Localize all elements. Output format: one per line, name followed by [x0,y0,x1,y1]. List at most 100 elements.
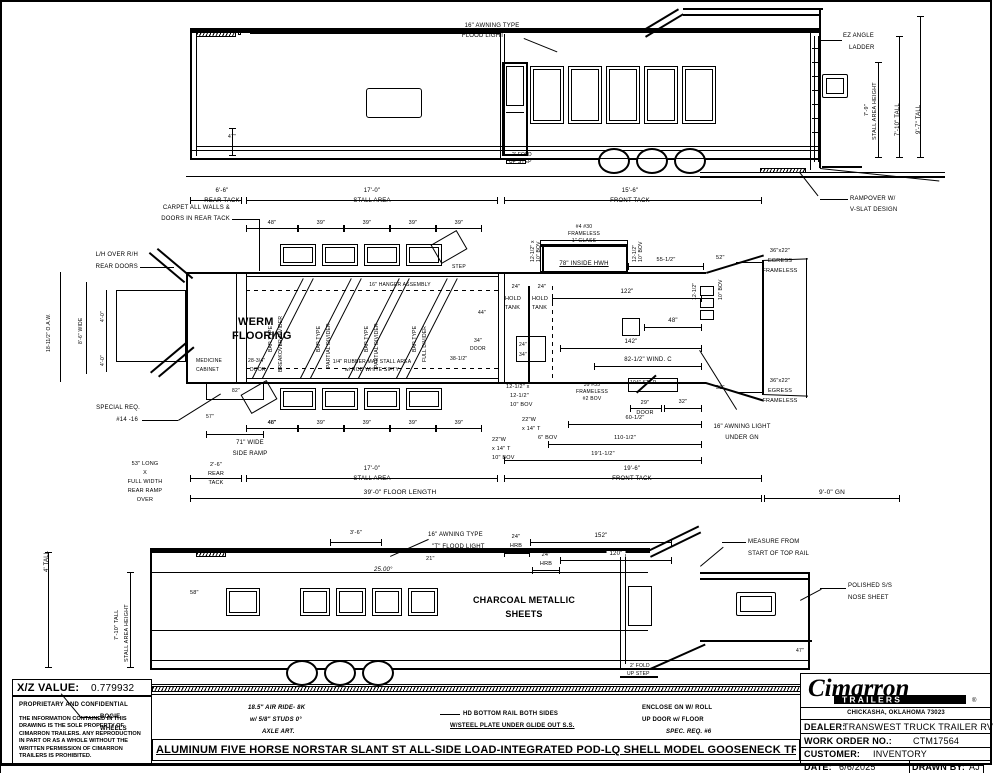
egress-bottom-line1: 36"x22" [769,378,791,384]
body-width-label: 8'-6" WIDE [78,317,84,344]
hd-rail-note-line2: W/STEEL PLATE UNDER GLIDE OUT S.S. [450,723,575,729]
bottom-4-tall-label: 4' TALL [44,550,50,572]
bottom-flood-line1: 16" AWNING TYPE [428,532,483,538]
stall-width-0: 48" [267,220,277,226]
plan-top-dim-1-label: 17'-0" [363,188,381,194]
hold-tank-2-line2: TANK [532,305,548,311]
rear-tack-bottom-dim: 2'-6" [210,462,222,468]
dim-32: 32" [678,399,688,405]
egress-top-line1: 36"x22" [769,248,791,254]
divider-0-type: BAR TYPE [268,325,274,352]
plan-door-dim: 28-3/4" [248,358,266,364]
special-req-line1: SPECIAL REQ. [96,405,140,411]
hold-tank-1-dim: 24" [511,284,521,290]
main-title-bar: ALUMINUM FIVE HORSE NORSTAR SLANT ST ALL… [152,739,800,761]
cimarron-logo-icon: Cimarron TRAILERS ® [808,675,977,705]
egress-top-line2: EGRESS [767,258,793,264]
medicine-cabinet-line1: MEDICINE [196,358,223,364]
hanger-assembly-label: 16" HANGER ASSEMBLY [369,282,431,288]
plan-dim-44: 44" [478,310,486,316]
plan-top-dim-0-sub: REAR TACK [204,198,240,204]
bogie-note-line2: WHEELS [100,726,127,732]
customer-value: INVENTORY [873,749,927,759]
bottom-step-line1: 2' FOLD [630,663,650,669]
proprietary-block: PROPRIETARY AND CONFIDENTIAL THE INFORMA… [12,696,152,764]
divider-2-type: BAR TYPE [364,325,370,352]
rear-ramp-line4: REAR RAMP [127,488,163,494]
dim-104-step: 104" STEP [630,380,657,386]
hold-tank-1-line2: TANK [505,305,521,311]
awning-light-line2: UNDER GN [725,435,759,441]
hwh-top-note1: #4 #30 [575,224,593,230]
charcoal-line1: CHARCOAL METALLIC [472,595,576,605]
special-req-line2: #14 -16 [116,417,138,423]
bov-dim-2a: 22"W [522,417,537,423]
enclose-note-line1: ENCLOSE GN W/ ROLL [642,705,713,711]
svg-text:TRAILERS: TRAILERS [842,695,902,705]
airride-note-line1: 18.5" AIR RIDE- 8K [248,705,306,711]
bottom-dim-47: 47" [796,648,804,654]
right-window-dim-1: 12-1/2" [692,282,698,300]
stall-area-bottom-dim: 17'-0" [363,466,381,472]
rubber-mat-note-line2: w/ ROD WHITE SIFTY [344,367,400,373]
side-ramp-line1: 71" WIDE [236,440,264,446]
top-dim-47: 47" [228,134,236,140]
work-order-label: WORK ORDER NO.: [804,736,892,746]
plan-top-dim-2-label: 15'-6" [621,188,639,194]
top-fold-up-step-label-line1: 2' FOLD [512,152,532,158]
bottom-height-710: 7'-10" TALL [114,609,120,640]
egress-bottom-line3: FRAMELESS [762,398,798,404]
dim-60-12: 60-1/2" [622,415,648,421]
egress-bottom-dim-52: 52" [716,385,725,391]
bottom-dim-36: 3'-6" [350,530,362,536]
cimarron-logo: Cimarron TRAILERS ® [806,675,986,706]
rampover-label-line1: RAMPOVER W/ [850,196,896,202]
divider-1-name: PARTIAL DIVIDER [326,323,332,368]
divider-0-name: BREAKOVER DIVIDER [278,315,284,372]
company-location: CHICKASHA, OKLAHOMA 73023 [847,710,945,716]
hrb-2-label: HRB [539,561,553,567]
title-block: CHICKASHA, OKLAHOMA 73023 DEALER: TRANSW… [800,673,993,773]
plan-dim-82: 82" [232,388,240,394]
frameless-43-line2: FRAMELESS [575,389,609,395]
hold-tank-2-dim: 24" [537,284,547,290]
divider-1-type: BAR TYPE [316,325,322,352]
hwh-right-v2: 10" BOV [638,241,644,262]
dim-142: 142" [621,339,641,345]
hrb-2-dim: 24" [541,552,551,558]
ez-angle-ladder-label-line2: LADDER [849,45,875,51]
charcoal-line2: SHEETS [505,609,543,619]
bottom-stall-width-4: 39" [454,420,464,426]
width-4-0-lower: 4'-0" [100,355,106,366]
stall-area-bottom-label: STALL AREA [353,476,391,482]
dim-55-12: 55-1/2" [656,257,676,263]
customer-label: CUSTOMER: [804,749,861,759]
plan-top-dim-2-sub: FRONT TACK [610,198,650,204]
dim-110-12: 110-1/2" [611,435,639,441]
xz-label: X/Z VALUE: [17,682,80,694]
hrb-1-dim: 24" [511,534,521,540]
stall-width-1: 39" [316,220,326,226]
dim-26: 34" [519,352,527,358]
plan-dim-34-door: 34" [474,338,482,344]
overall-width-label: 18-11/2" O.A.W. [46,313,52,352]
plan-dim-57: 57" [206,414,214,420]
top-fold-up-step-label-line2: UP STEP [509,159,532,165]
bottom-dim-152: 152" [591,533,611,539]
nose-sheet-line1: POLISHED S/S [848,583,893,589]
hd-rail-note-line1: HD BOTTOM RAIL BOTH SIDES [463,711,559,717]
egress-top-line3: FRAMELESS [762,268,798,274]
sheet-border-inner [0,765,984,773]
divider-3-type: BAR TYPE [412,325,418,352]
frameless-43-line1: 39 #35 [583,382,601,388]
rear-ramp-line2: X [143,470,147,476]
egress-top-dim-52: 52" [716,255,725,261]
rear-ramp-line3: FULL WIDTH [127,479,163,485]
dim-82-12-wind: 82-1/2" WIND. C [621,357,675,363]
height-7-10-label: 7'-10" TALL [895,103,901,136]
bogie-note-line1: BOGIE [100,714,121,720]
xz-value-block: X/Z VALUE: 0.779932 [12,679,152,696]
right-window-dim-2: 10" BOV [718,279,724,300]
date-label: DATE: [804,762,832,772]
